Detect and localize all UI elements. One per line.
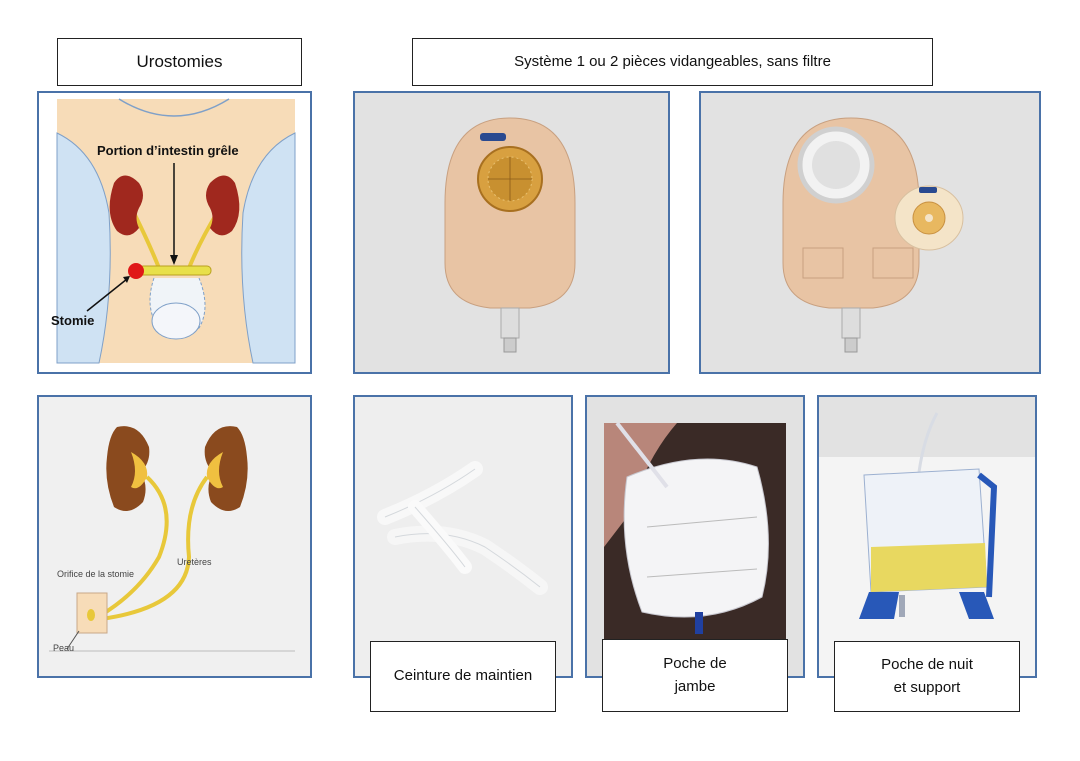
portion-intestin-label: Portion d’intestin grêle <box>97 143 239 158</box>
ureteres-label: Uretères <box>177 557 212 567</box>
night-bag-panel <box>817 395 1037 678</box>
peau-label: Peau <box>53 643 75 653</box>
stomie-label: Stomie <box>51 313 95 328</box>
belt-image <box>377 461 548 595</box>
leg-bag-panel <box>585 395 805 678</box>
poche-jambe-caption: Poche de jambe <box>602 639 788 712</box>
one-piece-pouch-panel <box>353 91 670 374</box>
ureter-diagram-panel: Uretères Orifice de la stomie Peau <box>37 395 312 678</box>
urostomies-title: Urostomies <box>57 38 302 86</box>
two-piece-pouch-panel <box>699 91 1041 374</box>
two-piece-pouch-image <box>782 117 964 353</box>
belt-panel <box>353 395 573 678</box>
one-piece-pouch-image <box>444 117 576 353</box>
ceinture-caption: Ceinture de maintien <box>370 641 556 712</box>
poche-nuit-caption: Poche de nuit et support <box>834 641 1020 712</box>
orifice-label: Orifice de la stomie <box>57 569 135 579</box>
ureter-diagram-illustration <box>39 397 310 676</box>
urostomy-anatomy-illustration <box>56 98 296 364</box>
night-bag-image <box>819 412 1035 676</box>
leg-bag-image <box>604 421 786 639</box>
system-title: Système 1 ou 2 pièces vidangeables, sans… <box>412 38 933 86</box>
urostomy-anatomy-panel: Portion d’intestin grêle Stomie <box>37 91 312 374</box>
